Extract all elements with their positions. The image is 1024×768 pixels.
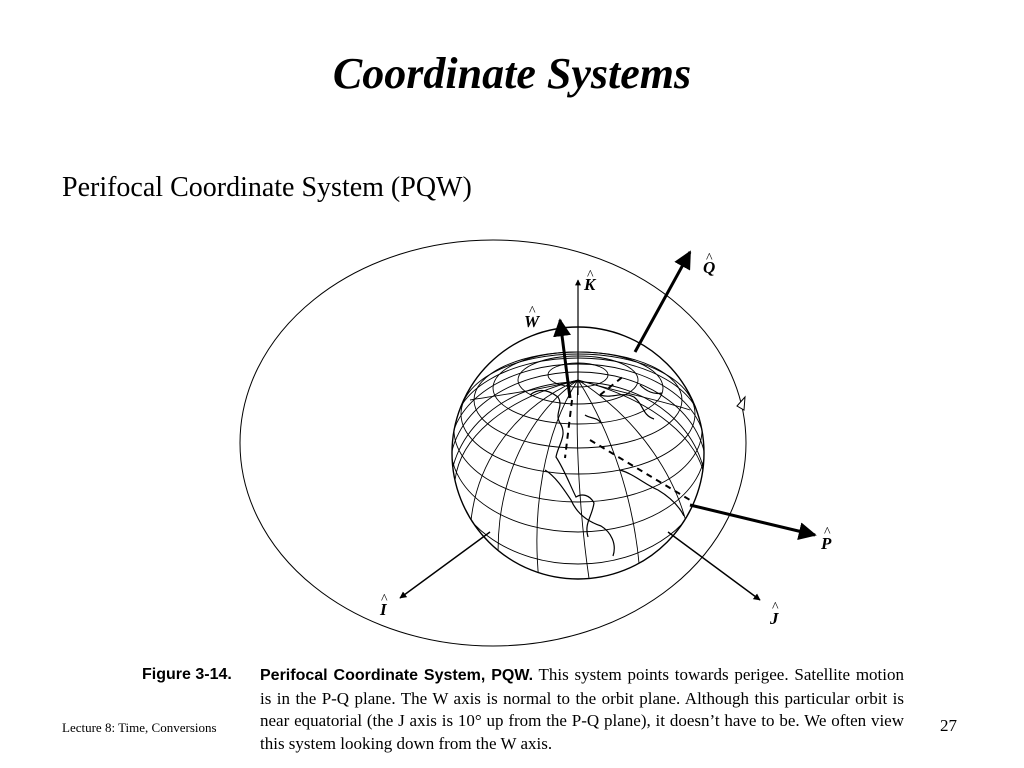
k-axis-label: ^ K: [583, 268, 597, 294]
svg-text:^: ^: [529, 304, 536, 319]
svg-text:J: J: [769, 609, 779, 628]
orbit-direction-arrow: [736, 395, 746, 411]
svg-text:^: ^: [824, 525, 831, 540]
p-axis-arrow: [689, 503, 817, 540]
footer-lecture: Lecture 8: Time, Conversions: [62, 720, 217, 735]
svg-text:W: W: [524, 312, 541, 331]
caption-heading: Perifocal Coordinate System, PQW.: [260, 667, 534, 684]
slide-subtitle: Perifocal Coordinate System (PQW): [62, 172, 472, 203]
orbit-ellipse: [239, 239, 747, 647]
q-axis-label: ^ Q: [703, 251, 715, 277]
svg-text:P: P: [820, 534, 832, 553]
svg-text:^: ^: [587, 268, 594, 283]
svg-text:K: K: [583, 275, 597, 294]
caption-text: This system points towards perigee. Sate…: [260, 665, 904, 753]
figure-caption: Figure 3-14. Perifocal Coordinate System…: [142, 664, 904, 755]
j-axis-arrow: [667, 531, 761, 601]
j-axis-label: ^ J: [769, 600, 779, 628]
page-number: 27: [940, 716, 957, 735]
svg-text:^: ^: [381, 592, 388, 607]
i-axis-arrow: [399, 531, 491, 599]
svg-text:^: ^: [772, 600, 779, 615]
slide-title: Coordinate Systems: [332, 49, 692, 98]
svg-text:Q: Q: [703, 258, 715, 277]
w-axis-arrow: [553, 318, 572, 399]
perifocal-diagram: ^ Q ^ K ^ W ^ P ^ I ^ J: [239, 239, 832, 647]
caption-label: Figure 3-14.: [142, 666, 232, 683]
p-axis-label: ^ P: [820, 525, 832, 553]
svg-text:^: ^: [706, 251, 713, 266]
w-axis-label: ^ W: [524, 304, 541, 331]
i-axis-label: ^ I: [379, 592, 388, 619]
svg-text:I: I: [379, 600, 388, 619]
q-axis-arrow: [633, 250, 692, 353]
